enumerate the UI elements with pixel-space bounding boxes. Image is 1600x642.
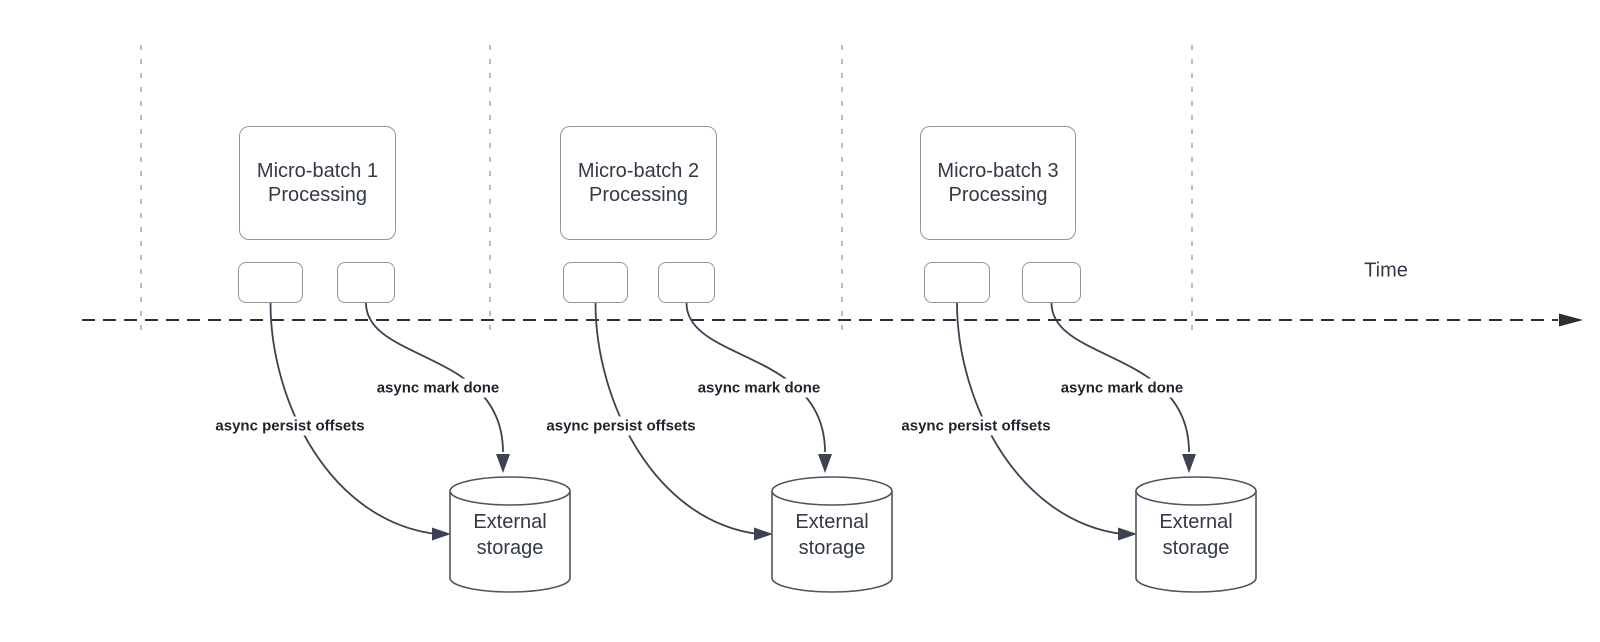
external-storage-label-2: External storage [795,511,869,559]
micro-batch-3-processing-box: Micro-batch 3 Processing [920,126,1076,240]
mark-done-label-1: async mark done [373,378,503,398]
external-storage-label-1: External storage [473,511,547,559]
mark-done-task-box-1 [337,262,395,303]
external-storage-cylinder-3 [1135,476,1257,593]
persist-offsets-task-box-3 [924,262,990,303]
micro-batch-3-title: Micro-batch 3 Processing [937,160,1059,206]
micro-batch-1-title: Micro-batch 1 Processing [256,160,379,206]
persist-offsets-label-1: async persist offsets [212,416,368,436]
mark-done-arrowhead-icon-2 [818,454,832,473]
external-storage-cylinder-1 [449,476,571,593]
mark-done-label-3: async mark done [1057,378,1187,398]
time-axis-arrowhead-icon [1559,313,1583,327]
persist-offsets-task-box-1 [238,262,303,303]
mark-done-arrow-1 [365,302,504,453]
mark-done-task-box-2 [658,262,715,303]
persist-offsets-arrow-2 [594,302,759,535]
persist-offsets-label-2: async persist offsets [543,416,699,436]
mark-done-arrow-2 [685,302,826,453]
micro-batch-2-processing-box: Micro-batch 2 Processing [560,126,717,240]
persist-offsets-arrowhead-icon-2 [754,527,773,541]
mark-done-arrowhead-icon-3 [1182,454,1196,473]
micro-batch-1-processing-box: Micro-batch 1 Processing [239,126,396,240]
persist-offsets-task-box-2 [563,262,628,303]
micro-batch-2-title: Micro-batch 2 Processing [577,160,700,206]
mark-done-arrowhead-icon-1 [496,454,510,473]
mark-done-label-2: async mark done [694,378,824,398]
persist-offsets-arrow-1 [269,302,437,535]
external-storage-label-3: External storage [1159,511,1233,559]
persist-offsets-arrowhead-icon-1 [432,527,451,541]
persist-offsets-arrow-3 [956,302,1123,535]
time-axis-label: Time [1364,259,1408,282]
mark-done-task-box-3 [1022,262,1081,303]
mark-done-arrow-3 [1050,302,1190,453]
persist-offsets-arrowhead-icon-3 [1118,527,1137,541]
external-storage-cylinder-2 [771,476,893,593]
persist-offsets-label-3: async persist offsets [898,416,1054,436]
